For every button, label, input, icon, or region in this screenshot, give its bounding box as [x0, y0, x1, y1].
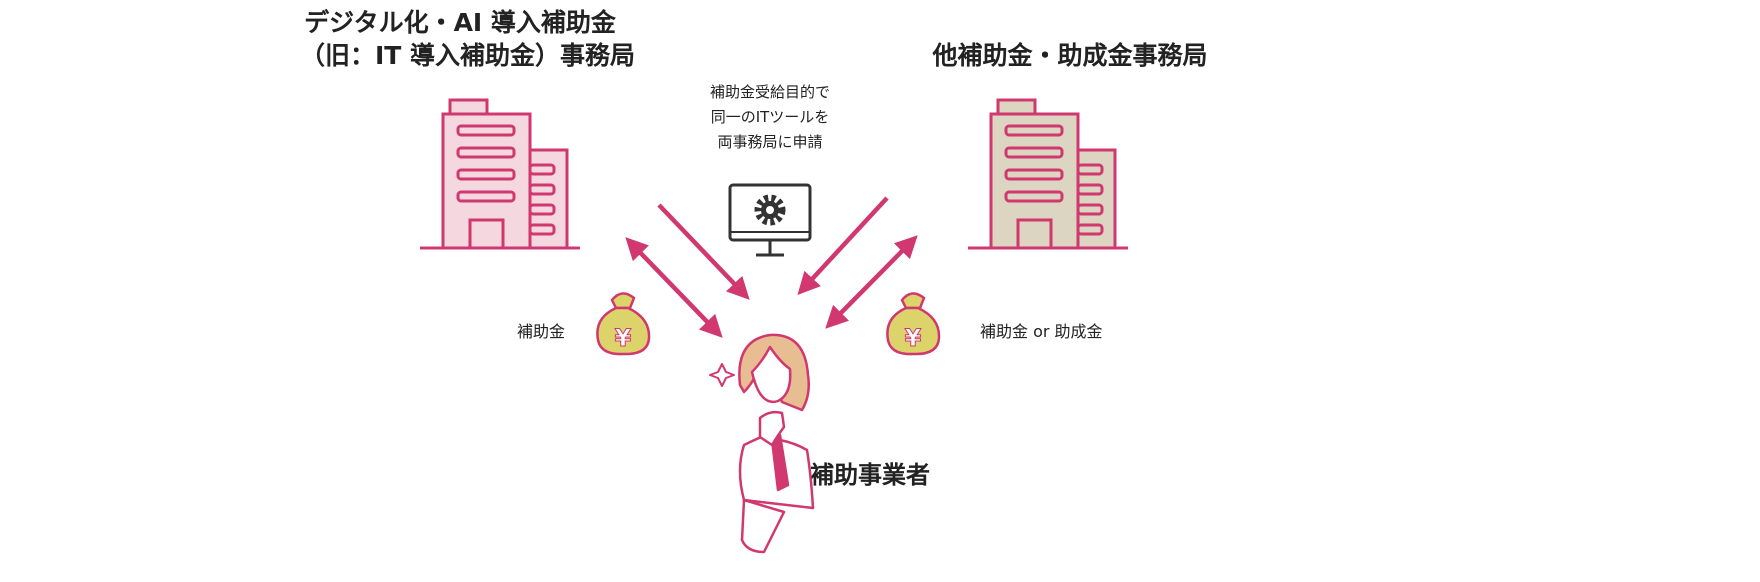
left-double-arrow	[625, 237, 723, 338]
right-office-title: 他補助金・助成金事務局	[932, 41, 1208, 70]
left-office-title: デジタル化・AI 導入補助金 （旧：IT 導入補助金）事務局	[300, 8, 636, 70]
svg-text:¥: ¥	[905, 324, 922, 352]
right-double-arrow	[825, 235, 918, 329]
monitor-gear-icon	[728, 183, 812, 257]
left-money-bag-icon: ¥	[596, 292, 651, 356]
left-building-icon	[420, 98, 580, 250]
left-money-label: 補助金	[517, 322, 566, 341]
right-building-icon	[968, 98, 1128, 250]
right-money-label: 補助金 or 助成金	[980, 322, 1103, 341]
business-person-illustration	[709, 333, 815, 554]
left-apply-arrow	[657, 203, 750, 300]
right-money-bag-icon: ¥	[886, 292, 941, 356]
person-label: 補助事業者	[810, 461, 930, 489]
center-note: 補助金受給目的で 同一のITツールを 両事務局に申請	[709, 83, 830, 151]
svg-text:¥: ¥	[615, 324, 632, 352]
